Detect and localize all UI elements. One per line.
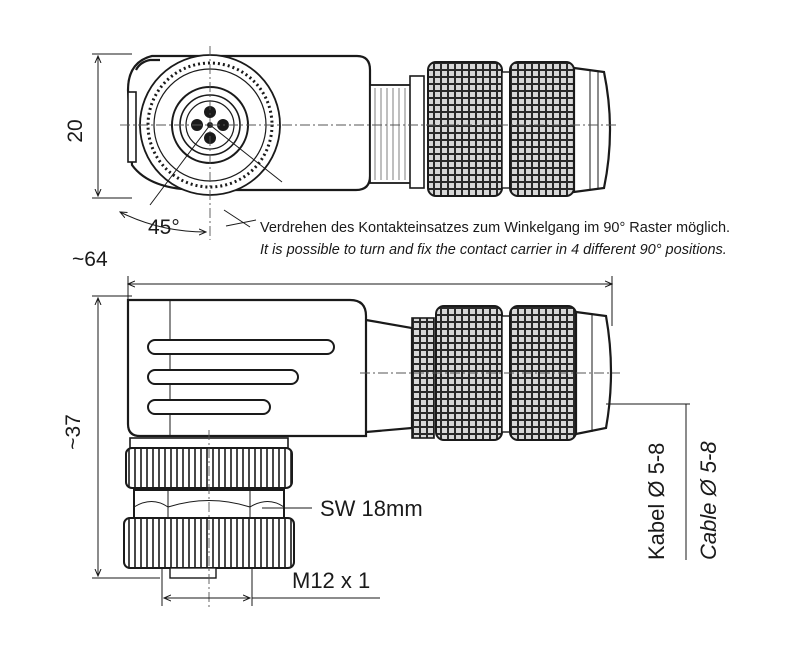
housing-tab [127,91,137,163]
knurled-nut [427,61,503,197]
thread-label: M12 x 1 [292,568,370,593]
dim-top-height: 20 [64,119,87,142]
housing-edge [135,58,160,71]
side-strain-relief [574,310,613,436]
angle-label: 45° [148,216,180,239]
dim-side-height: ~37 [62,414,85,450]
note-english: It is possible to turn and fix the conta… [260,242,727,258]
dim-length: ~64 [72,248,108,271]
grip-slot [147,369,299,385]
cable-label-de: Kabel Ø 5-8 [644,443,669,560]
connector-side-view: ~37 SW 18mm [62,295,721,610]
connector-top-view: 20 [64,46,618,240]
grip-slot [147,339,335,355]
side-housing [126,298,368,438]
strain-relief [572,66,612,194]
knurled-nut [509,61,575,197]
grip-slot [147,399,271,415]
cable-label-en: Cable Ø 5-8 [696,441,721,560]
wrench-size-label: SW 18mm [320,496,423,521]
note-german: Verdrehen des Kontakteinsatzes zum Winke… [260,220,730,236]
side-neck [365,318,414,434]
